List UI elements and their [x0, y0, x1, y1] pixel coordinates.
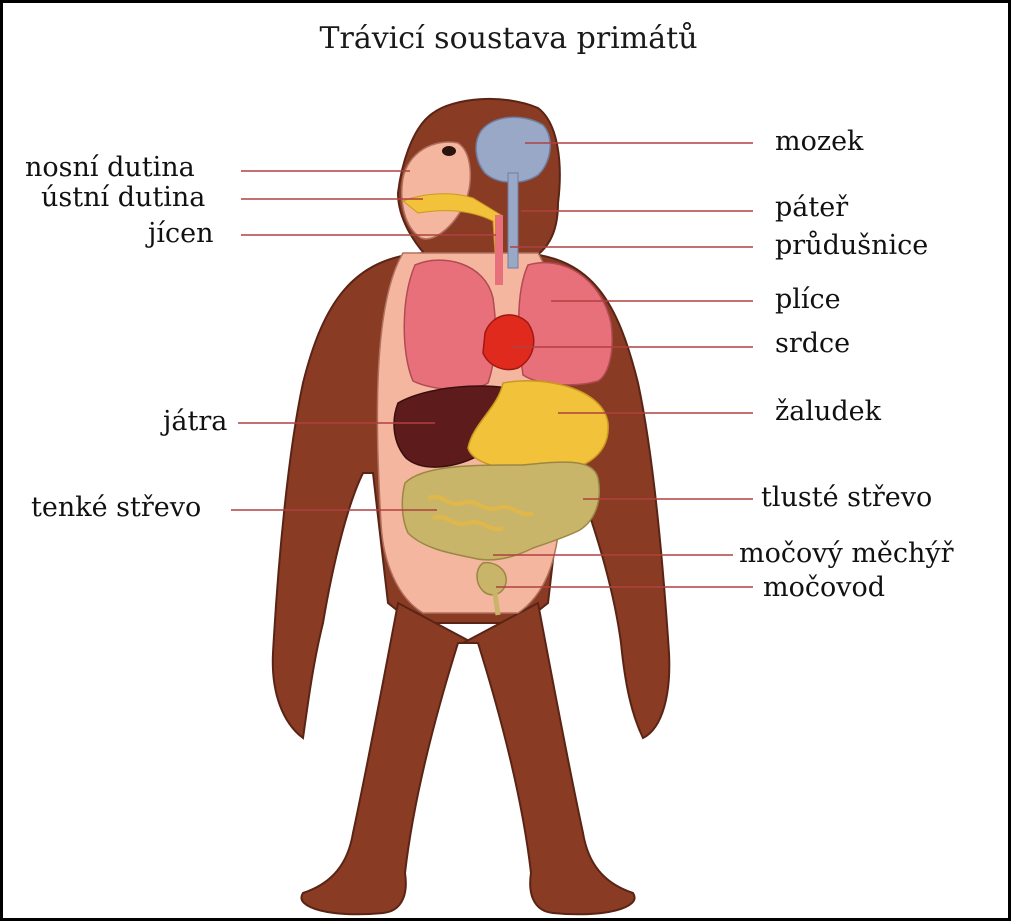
heart: [483, 315, 534, 370]
ureter: [495, 593, 498, 615]
large-intestine: [402, 462, 599, 560]
label-nosni-dutina: nosní dutina: [25, 153, 195, 183]
label-pater: páteř: [775, 193, 848, 223]
label-tluste-strevo: tlusté střevo: [761, 483, 932, 513]
diagram-title: Trávicí soustava primátů: [3, 21, 1011, 56]
label-jicen: jícen: [148, 219, 214, 249]
spine: [508, 173, 518, 268]
label-mocovy-mechyr: močový měchýř: [739, 539, 954, 569]
esophagus: [495, 215, 503, 285]
label-ustni-dutina: ústní dutina: [41, 183, 205, 213]
right-lung: [519, 263, 612, 385]
left-lung: [404, 260, 495, 389]
label-tenke-strevo: tenké střevo: [31, 493, 201, 523]
label-srdce: srdce: [775, 329, 850, 359]
label-mocovod: močovod: [763, 573, 885, 603]
label-jatra: játra: [163, 407, 227, 437]
label-mozek: mozek: [775, 127, 863, 157]
label-plice: plíce: [775, 285, 841, 315]
label-zaludek: žaludek: [775, 397, 881, 427]
label-prudusnice: průdušnice: [775, 231, 928, 261]
eye: [442, 146, 456, 156]
